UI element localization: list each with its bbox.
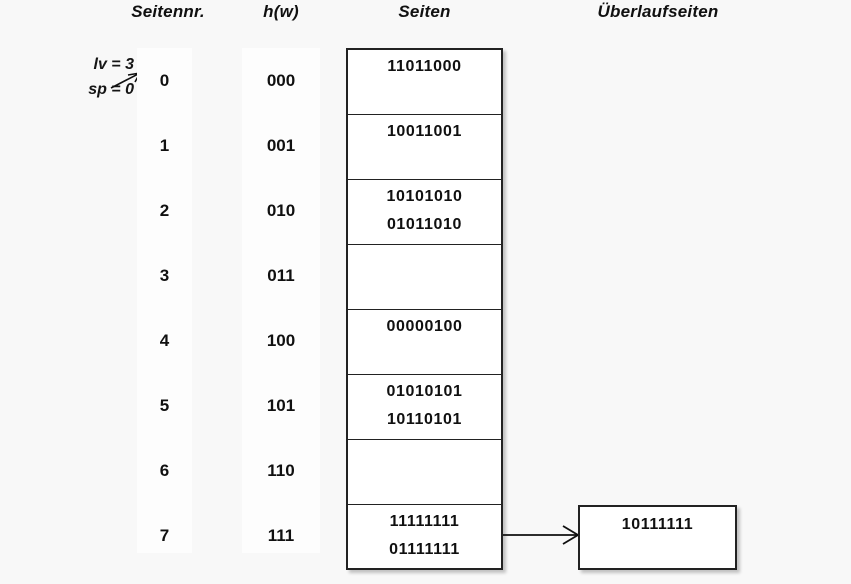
page-entry: 01111111: [389, 541, 460, 558]
page-entry: 10110101: [386, 411, 463, 428]
parameter-lv: lv = 3: [93, 56, 134, 73]
page-entry: 11111111: [389, 513, 460, 530]
column-header-seitennr: Seitennr.: [131, 2, 205, 21]
page-entry: 11011000: [387, 58, 462, 75]
hw-cell: 001: [266, 136, 296, 155]
hw-cell: 010: [266, 201, 296, 220]
page-entry: 01011010: [386, 216, 463, 233]
column-band-seitennr: [137, 48, 192, 553]
page-row: 00000100: [348, 310, 501, 375]
column-header-hw: h(w): [263, 2, 299, 21]
seitennr-cell: 5: [159, 396, 170, 415]
page-row: 11111111 01111111: [348, 505, 501, 571]
hw-cell: 110: [267, 461, 295, 480]
overflow-entry: 10111111: [621, 516, 694, 533]
hw-cell: 000: [266, 71, 296, 90]
page-row: [348, 245, 501, 310]
column-band-hw: [242, 48, 320, 553]
seitennr-cell: 7: [159, 526, 170, 545]
page-row: 10011001: [348, 115, 501, 180]
parameter-sp: sp = 0: [88, 81, 134, 98]
hw-cell: 011: [267, 266, 295, 285]
hw-cell: 101: [266, 396, 296, 415]
column-header-ueberlaufseiten: Überlaufseiten: [597, 2, 719, 21]
hw-cell: 100: [266, 331, 296, 350]
page-row: 11011000: [348, 50, 501, 115]
page-row: 01010101 10110101: [348, 375, 501, 440]
pages-table: 11011000 10011001 10101010 01011010 00000100…: [346, 48, 503, 570]
arrow-right-icon: [503, 525, 580, 545]
seitennr-cell: 6: [159, 461, 170, 480]
page-entry: 00000100: [386, 318, 463, 335]
seitennr-cell: 2: [159, 201, 170, 220]
column-header-seiten: Seiten: [398, 2, 451, 21]
seitennr-cell: 0: [159, 71, 170, 90]
parameter-annotation: lv = 3 sp = 0: [34, 52, 134, 102]
page-row: [348, 440, 501, 505]
page-row: 10101010 01011010: [348, 180, 501, 245]
hw-cell: 111: [267, 526, 295, 545]
seitennr-cell: 3: [159, 266, 170, 285]
seitennr-cell: 1: [159, 136, 170, 155]
overflow-page-box: 10111111: [578, 505, 737, 570]
page-entry: 10011001: [386, 123, 463, 140]
page-entry: 01010101: [386, 383, 463, 400]
page-entry: 10101010: [386, 188, 463, 205]
seitennr-cell: 4: [159, 331, 170, 350]
